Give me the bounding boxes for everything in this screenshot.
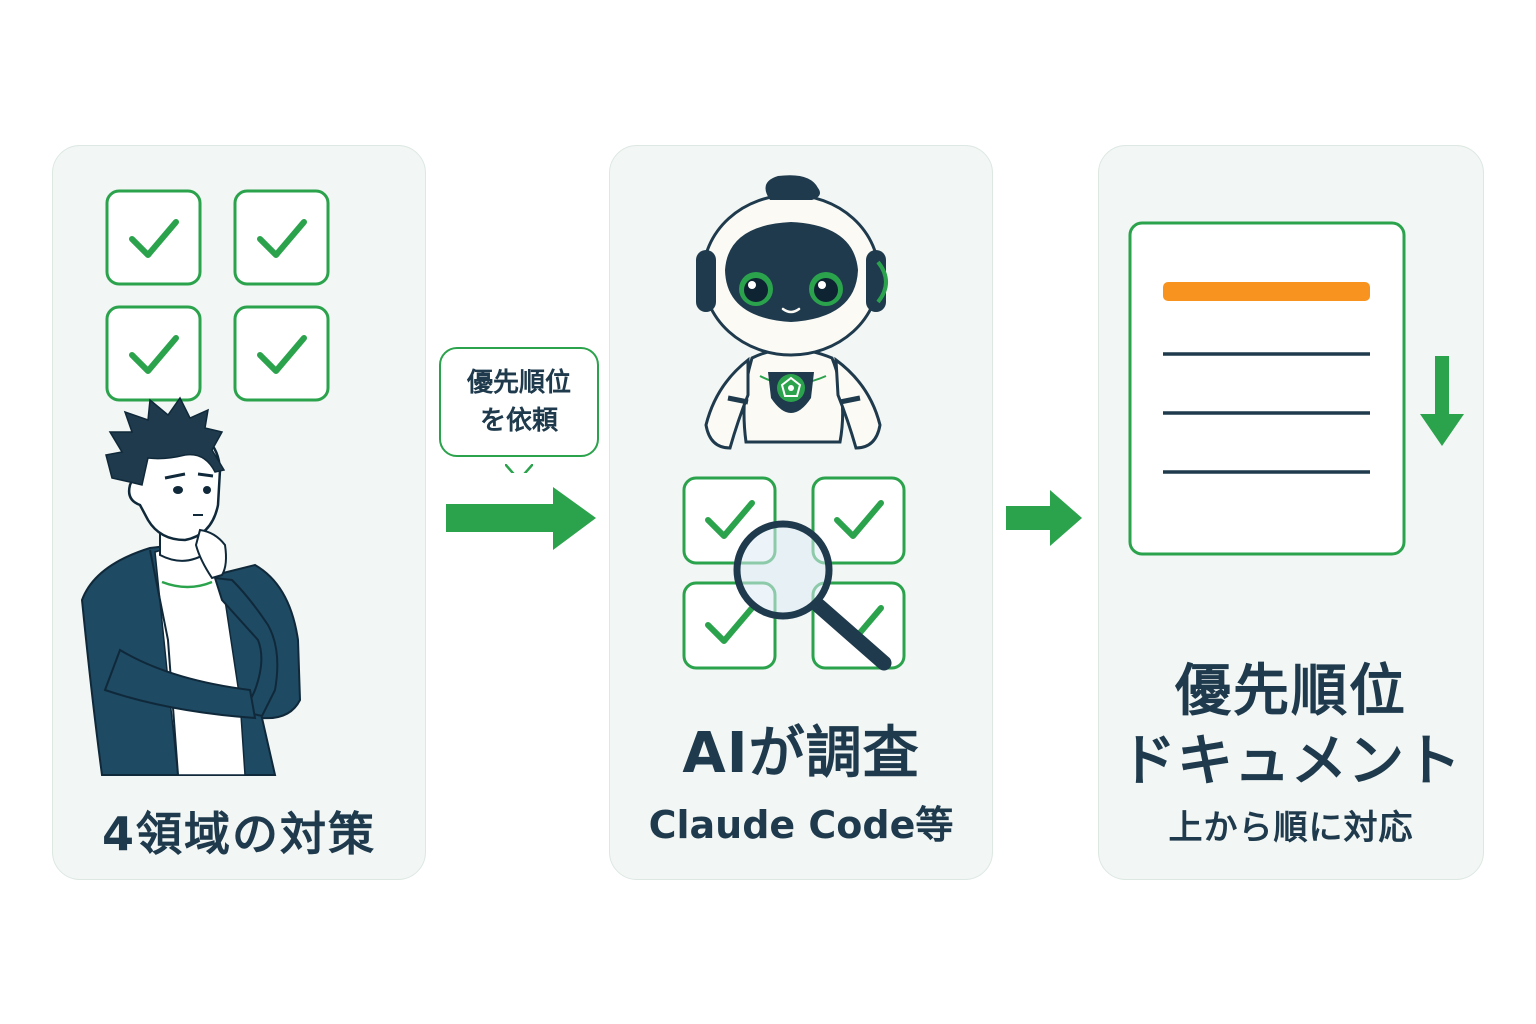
checkbox-icon	[811, 581, 906, 670]
checkbox-icon	[105, 305, 202, 402]
checkbox-icon	[105, 189, 202, 286]
checkbox-icon	[233, 189, 330, 286]
document-icon	[1128, 221, 1406, 556]
bubble-line-1: 優先順位	[466, 368, 571, 398]
step1-caption: 4領域の対策	[101, 807, 376, 861]
bubble-tail	[505, 455, 533, 473]
checkbox-icon	[233, 305, 330, 402]
bubble-line-2: を依頼	[479, 406, 558, 436]
step2-caption: AIが調査	[682, 721, 920, 786]
step3-subcaption: 上から順に対応	[1168, 808, 1414, 848]
checkbox-icon	[811, 476, 906, 565]
robot-icon	[696, 175, 888, 450]
request-speech-bubble: 優先順位 を依頼	[439, 347, 599, 473]
right-arrow-icon	[1006, 490, 1082, 546]
magnifier-icon	[733, 520, 892, 671]
down-arrow-icon	[1420, 356, 1464, 446]
step3-caption-line2: ドキュメント	[1120, 729, 1462, 794]
step2-subcaption: Claude Code等	[648, 803, 954, 847]
step3-caption-line1: 優先順位	[1175, 659, 1407, 724]
right-arrow-icon	[446, 487, 596, 550]
person-thinking-icon	[80, 396, 302, 776]
